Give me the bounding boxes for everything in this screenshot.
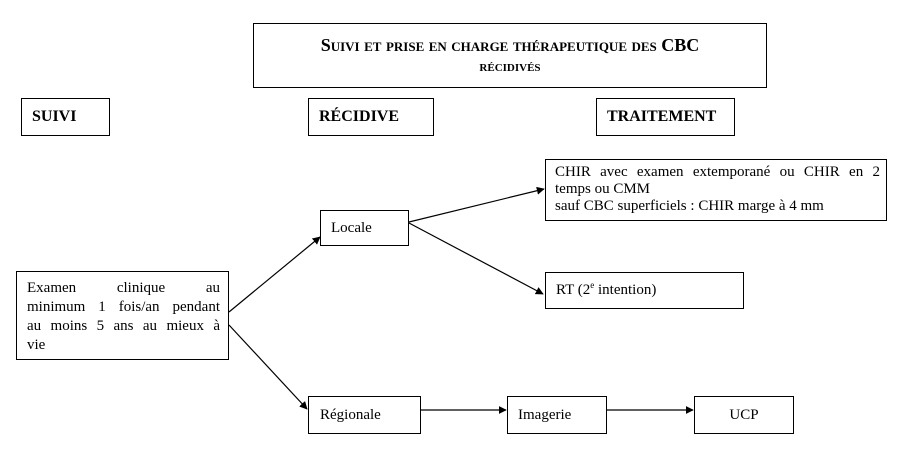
chir-line3: sauf CBC superficiels : CHIR marge à 4 m… <box>555 198 824 214</box>
diagram-title-line2: récidivés <box>479 57 541 75</box>
examen-line4: vie <box>27 337 46 353</box>
rt-text-after: intention) <box>594 282 657 298</box>
rt-text-before: RT (2 <box>556 282 591 298</box>
header-recidive: RÉCIDIVE <box>308 98 434 136</box>
arrow-locale-to-chir <box>408 186 545 223</box>
chir-line2: temps ou CMM <box>555 181 651 197</box>
rt-superscript: e <box>590 280 595 290</box>
node-locale-label: Locale <box>331 219 372 236</box>
node-imagerie-label: Imagerie <box>518 406 572 423</box>
header-recidive-label: RÉCIDIVE <box>319 108 400 125</box>
examen-line1: Examen clinique au <box>27 280 220 296</box>
node-ucp: UCP <box>694 396 794 434</box>
node-imagerie: Imagerie <box>507 396 607 434</box>
header-suivi-label: SUIVI <box>32 108 77 125</box>
node-rt-label: RT (2e intention) <box>556 280 657 299</box>
node-regionale-label: Régionale <box>320 406 381 423</box>
node-ucp-label: UCP <box>729 406 759 423</box>
arrow-examen-to-regionale <box>228 324 308 410</box>
diagram-title-box: Suivi et prise en charge thérapeutique d… <box>253 23 767 88</box>
header-suivi: SUIVI <box>21 98 110 136</box>
node-examen-clinique: Examen clinique au minimum 1 fois/an pen… <box>16 271 229 360</box>
header-traitement: TRAITEMENT <box>596 98 735 136</box>
arrow-locale-to-rt <box>408 222 544 295</box>
node-rt: RT (2e intention) <box>545 272 744 309</box>
chir-line1: CHIR avec examen extemporané ou CHIR en … <box>555 164 880 180</box>
node-chir: CHIR avec examen extemporané ou CHIR en … <box>545 159 887 221</box>
examen-line3: au moins 5 ans au mieux à <box>27 318 220 334</box>
examen-line2: minimum 1 fois/an pendant <box>27 299 220 315</box>
diagram-title-line1: Suivi et prise en charge thérapeutique d… <box>320 34 700 55</box>
node-regionale: Régionale <box>308 396 421 434</box>
arrow-examen-to-locale <box>228 236 321 313</box>
node-locale: Locale <box>320 210 409 246</box>
header-traitement-label: TRAITEMENT <box>607 108 717 125</box>
